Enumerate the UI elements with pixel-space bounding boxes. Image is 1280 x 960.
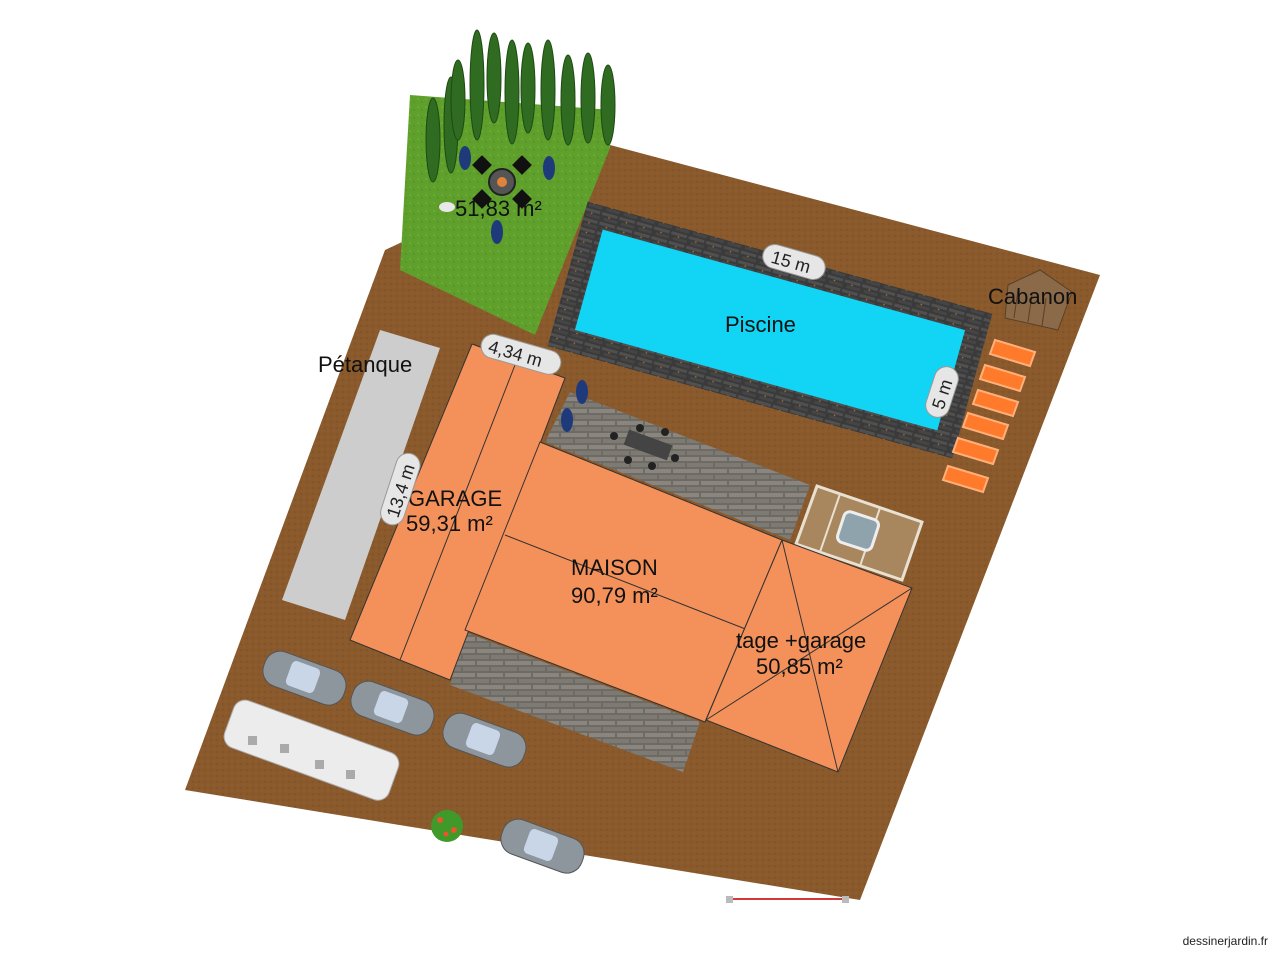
front-paving xyxy=(450,632,700,772)
annex-area-label: 50,85 m² xyxy=(756,654,843,679)
flower-shrub xyxy=(431,810,463,842)
house-area-label: 90,79 m² xyxy=(571,583,658,608)
car-3 xyxy=(442,712,527,768)
boundary-marker xyxy=(726,896,849,903)
car-2 xyxy=(350,680,435,736)
garage-label: GARAGE xyxy=(408,486,502,511)
terrace-dining-set xyxy=(561,380,679,470)
house-label: MAISON xyxy=(571,555,658,580)
house-building[interactable] xyxy=(464,441,783,723)
petanque-court[interactable] xyxy=(282,330,440,620)
petanque-label: Pétanque xyxy=(318,352,412,377)
terrace-paving xyxy=(545,392,810,540)
lawn-area-label: 51,83 m² xyxy=(455,196,542,221)
annex-label: tage +garage xyxy=(736,628,866,653)
cypress-tree-row xyxy=(425,29,616,183)
pool-label: Piscine xyxy=(725,312,796,337)
spa-deck[interactable] xyxy=(794,484,924,582)
garage-area-label: 59,31 m² xyxy=(406,511,493,536)
camper-van xyxy=(223,699,400,801)
car-4 xyxy=(500,818,585,874)
sun-loungers xyxy=(941,338,1037,494)
pool[interactable] xyxy=(574,229,966,431)
shed[interactable] xyxy=(1004,269,1073,331)
dim-petanque-length: 13,4 m xyxy=(380,452,421,526)
car-1 xyxy=(262,650,347,706)
annex-building[interactable] xyxy=(705,539,913,773)
credit-text[interactable]: dessinerjardin.fr xyxy=(1182,934,1268,948)
shed-label: Cabanon xyxy=(988,284,1077,309)
